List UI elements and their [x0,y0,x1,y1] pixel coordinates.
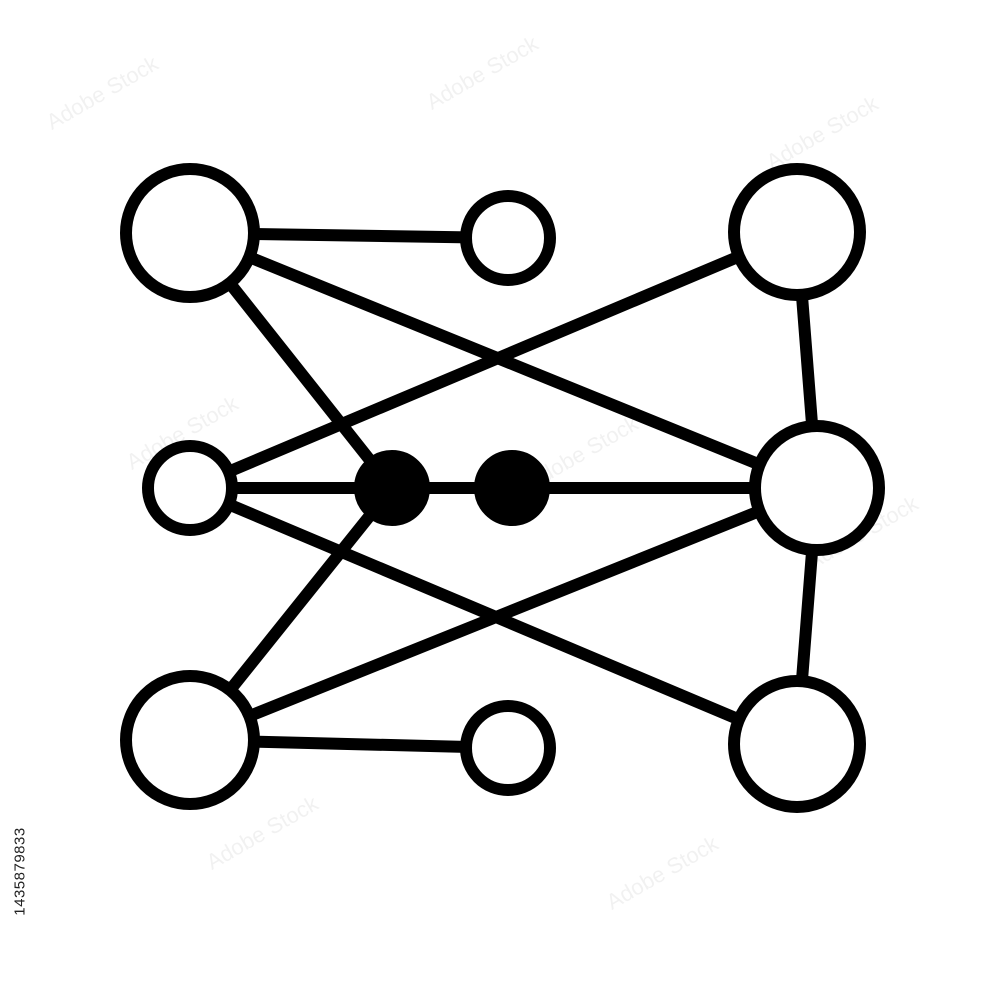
node-center-dot-1 [354,450,430,526]
node-bottom-middle [460,700,556,796]
edge-mid-left-to-top-right [184,226,803,494]
node-top-right [728,163,866,301]
node-mid-right [749,420,885,556]
edge-bottom-left-to-mid-right [184,482,823,746]
node-top-middle [460,190,556,286]
node-top-left [120,163,260,303]
node-bottom-left [120,670,260,810]
node-center-dot-2 [474,450,550,526]
stock-id-text: 1435879833 [11,826,29,916]
node-bottom-right [728,675,866,813]
stock-id-label: 1435879833 [8,742,32,1000]
node-layer [120,163,885,813]
node-mid-left [142,440,238,536]
